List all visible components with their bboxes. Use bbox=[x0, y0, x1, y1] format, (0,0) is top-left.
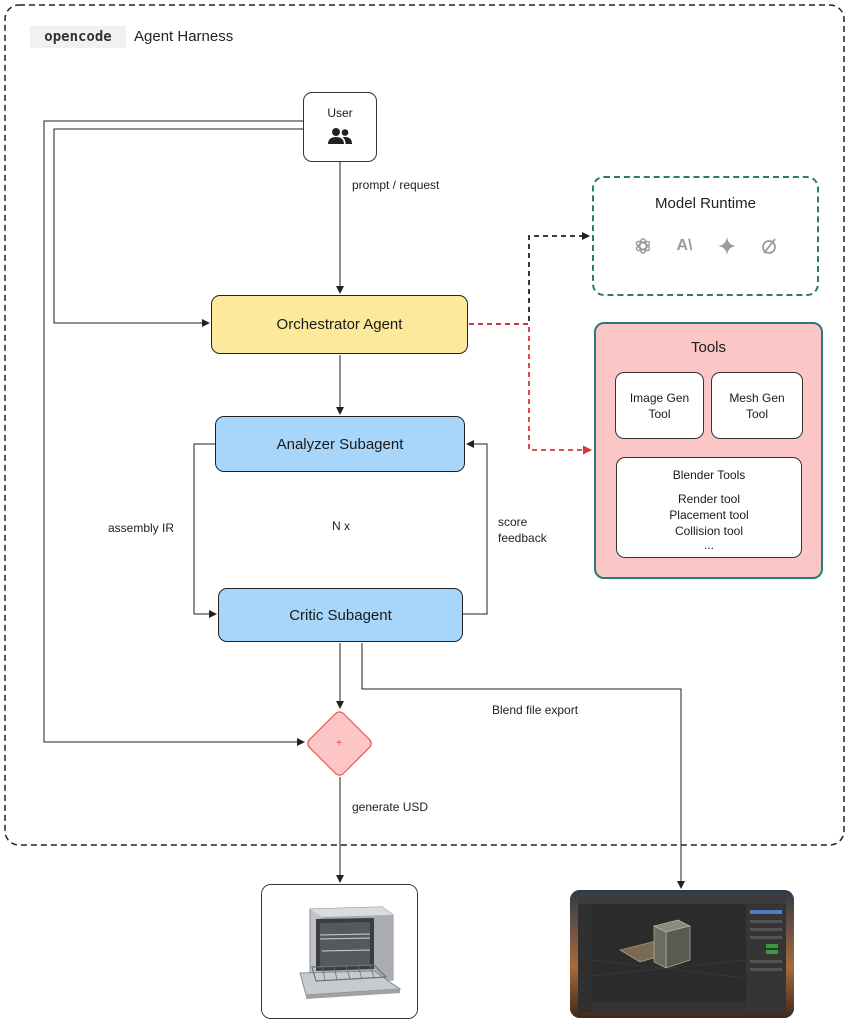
critic-label: Critic Subagent bbox=[289, 606, 392, 624]
edge-analyzer-critic bbox=[193, 443, 217, 618]
mesh-gen-line2: Tool bbox=[745, 406, 768, 421]
edge-orchestrator-runtime bbox=[469, 232, 590, 325]
merge-plus: + bbox=[336, 737, 342, 749]
mesh-gen-line1: Mesh Gen bbox=[729, 390, 785, 405]
user-label: User bbox=[327, 106, 353, 120]
edge-label-prompt: prompt / request bbox=[352, 178, 440, 192]
model-runtime-title: Model Runtime bbox=[655, 195, 756, 212]
model-runtime-panel: Model Runtime A\ bbox=[592, 176, 819, 296]
blend-file-export-screenshot bbox=[570, 890, 794, 1018]
blender-tool-item: ... bbox=[703, 538, 714, 552]
dishwasher-illustration bbox=[262, 885, 417, 1018]
slashed-circle-icon bbox=[759, 236, 779, 256]
analyzer-label: Analyzer Subagent bbox=[276, 435, 404, 453]
opencode-logo: opencode bbox=[30, 26, 126, 48]
edge-user-orchestrator-side bbox=[53, 128, 303, 327]
logo-text: opencode bbox=[44, 29, 112, 45]
openai-icon bbox=[633, 236, 653, 256]
edge-orchestrator-tools bbox=[469, 323, 592, 455]
blender-tools-title: Blender Tools bbox=[672, 468, 746, 482]
analyzer-subagent-node: Analyzer Subagent bbox=[215, 416, 465, 472]
image-gen-line1: Image Gen bbox=[629, 390, 690, 405]
harness-frame bbox=[4, 4, 845, 846]
blender-viewport-illustration bbox=[570, 890, 794, 1018]
mesh-gen-tool: Mesh Gen Tool bbox=[711, 372, 803, 439]
blender-tool-item: Placement tool bbox=[669, 508, 749, 522]
users-icon bbox=[328, 128, 352, 144]
blender-tool-item: Render tool bbox=[677, 492, 741, 506]
tools-panel: Tools Image Gen Tool Mesh Gen Tool Blend… bbox=[594, 322, 823, 579]
edge-user-merge bbox=[43, 120, 305, 746]
harness-title: Agent Harness bbox=[134, 28, 234, 45]
tools-title: Tools bbox=[690, 339, 727, 356]
edge-critic-analyzer bbox=[463, 440, 488, 615]
edge-label-blend-export: Blend file export bbox=[492, 703, 579, 717]
merge-node: + bbox=[304, 708, 375, 779]
edge-label-feedback: feedback bbox=[498, 531, 547, 545]
anthropic-icon: A\ bbox=[676, 237, 693, 254]
blender-tools: Blender Tools Render tool Placement tool… bbox=[616, 457, 802, 558]
image-gen-line2: Tool bbox=[648, 406, 671, 421]
blender-tool-item: Collision tool bbox=[674, 524, 744, 538]
image-gen-tool: Image Gen Tool bbox=[615, 372, 704, 439]
usd-output-dishwasher-image bbox=[261, 884, 418, 1019]
loop-count-label: N x bbox=[332, 519, 350, 533]
orchestrator-agent-node: Orchestrator Agent bbox=[211, 295, 468, 354]
critic-subagent-node: Critic Subagent bbox=[218, 588, 463, 642]
edge-label-generate-usd: generate USD bbox=[352, 800, 429, 814]
edge-critic-blend-export bbox=[361, 643, 685, 889]
gemini-sparkle-icon bbox=[717, 236, 737, 256]
edge-label-score: score bbox=[498, 515, 528, 529]
orchestrator-label: Orchestrator Agent bbox=[276, 316, 403, 333]
user-node: User bbox=[303, 92, 377, 162]
edge-label-assembly-ir: assembly IR bbox=[108, 521, 175, 535]
